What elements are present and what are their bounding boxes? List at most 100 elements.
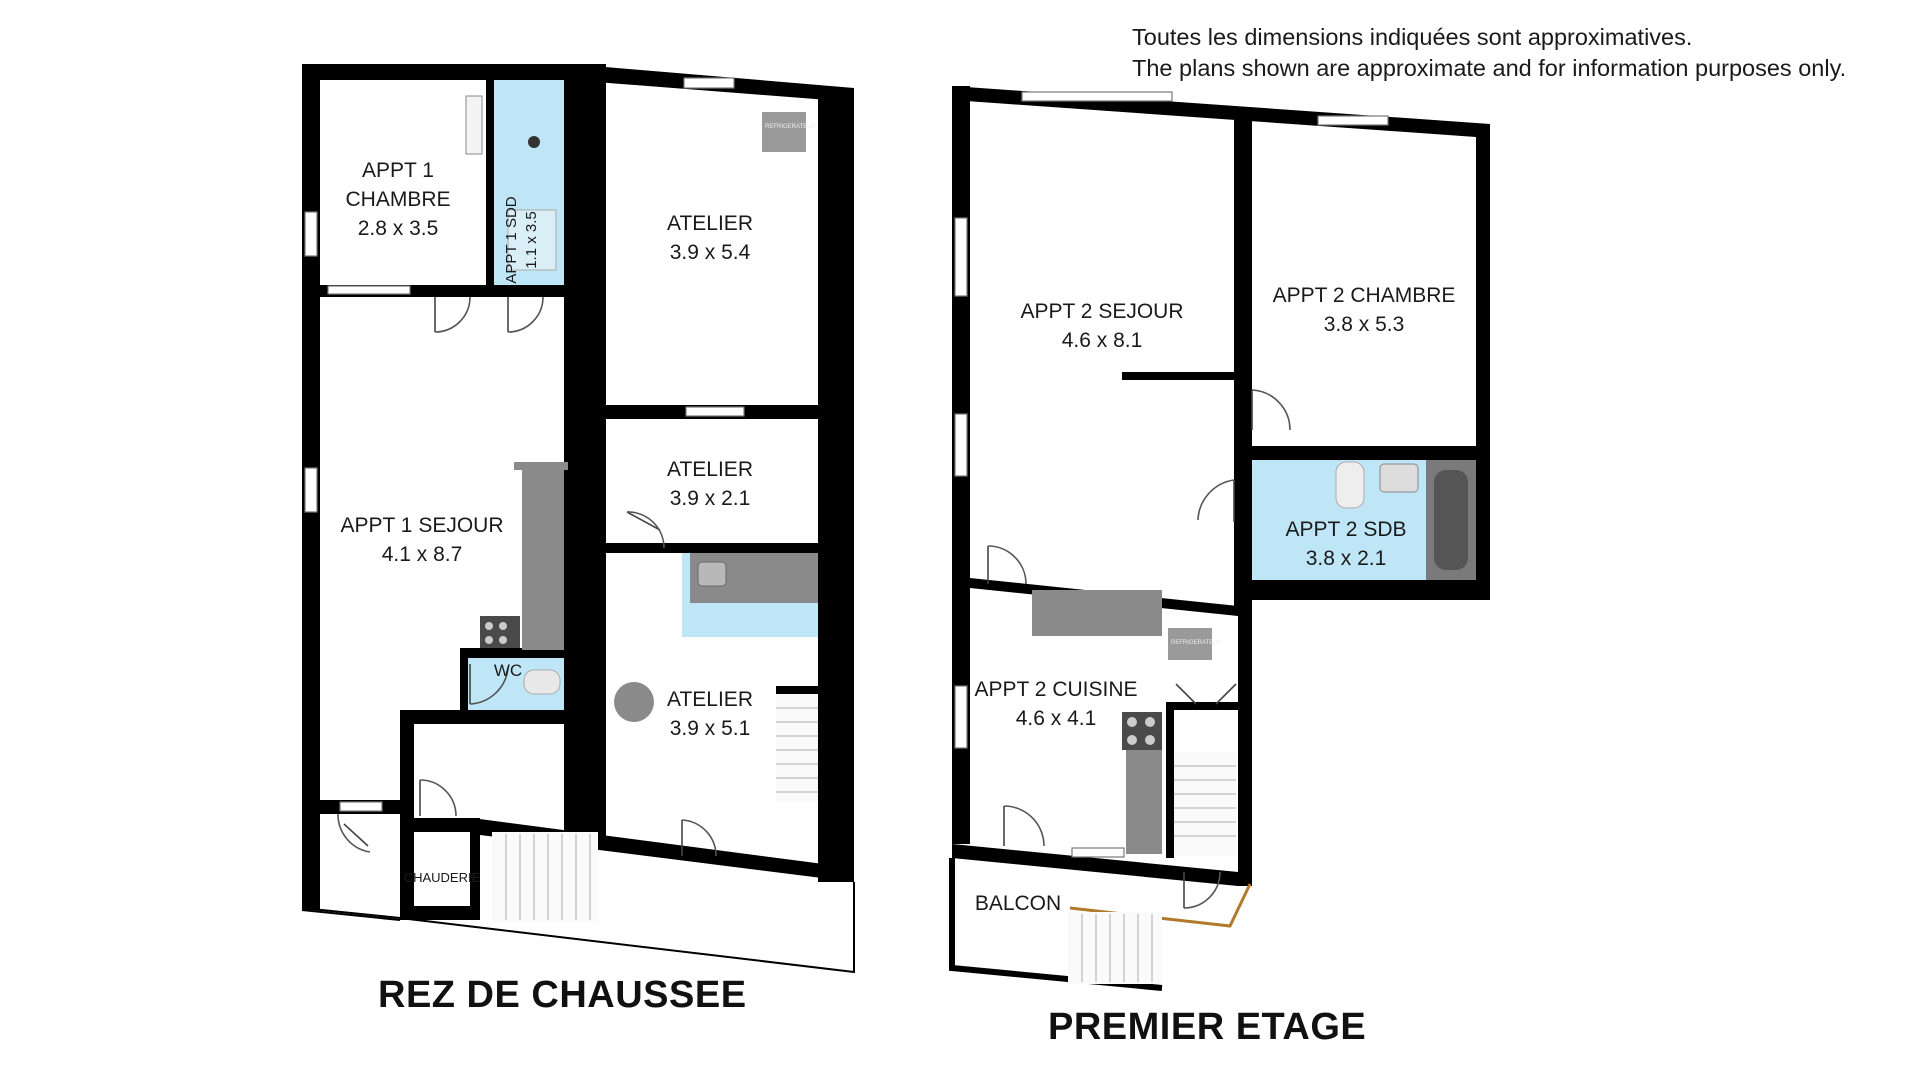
disclaimer-en: The plans shown are approximate and for … bbox=[1132, 55, 1847, 81]
wall-chambre-sdd bbox=[486, 80, 494, 285]
door-entry bbox=[419, 779, 457, 817]
door-ff-balcony bbox=[1003, 805, 1045, 847]
ground-floor: REFRIGERATEUR APPT 1 CHAMBRE 2.8 x 3.5 A… bbox=[301, 64, 855, 974]
sink-icon bbox=[697, 561, 727, 587]
label-appt1-sejour-dims: 4.1 x 8.7 bbox=[382, 543, 463, 566]
fridge-label: REFRIGERATEUR bbox=[765, 124, 817, 130]
first-floor: REFRIGERATEUR APPT 2 SEJOUR 4.6 x 8.1 AP… bbox=[949, 86, 1490, 991]
wardrobe-icon bbox=[465, 95, 483, 155]
door-ff-bottom bbox=[1183, 871, 1221, 909]
label-appt1-sdd: APPT 1 SDD bbox=[503, 196, 520, 283]
window-atelier-top bbox=[683, 77, 735, 89]
wall-ff-right bbox=[1476, 124, 1490, 600]
wall-spine-lower bbox=[564, 470, 606, 840]
terrace-outline bbox=[301, 909, 401, 921]
label-appt2-sdb-dims: 3.8 x 2.1 bbox=[1306, 547, 1387, 570]
stairs-ground-exterior bbox=[492, 832, 598, 922]
window-ff-left-1 bbox=[954, 217, 968, 297]
label-appt1-chambre-2: CHAMBRE bbox=[345, 188, 450, 211]
label-atelier-mid: ATELIER bbox=[667, 458, 753, 481]
floor-title-ground: REZ DE CHAUSSEE bbox=[378, 974, 747, 1016]
shower-icon bbox=[507, 209, 557, 271]
wall-chauderie-bottom bbox=[400, 906, 480, 920]
door-chambre bbox=[434, 296, 471, 333]
window-ff-bottom bbox=[1071, 847, 1125, 858]
door-ff-sejour bbox=[987, 545, 1027, 585]
wall-outer-right bbox=[818, 92, 854, 882]
wall-ff-chambre-bottom bbox=[1252, 446, 1490, 460]
wall-ff-sejour-stub bbox=[1122, 372, 1234, 380]
stairs-ff-exterior bbox=[1068, 912, 1162, 984]
window-atelier-divider bbox=[685, 406, 745, 417]
fridge-icon bbox=[762, 112, 806, 152]
wall-ff-bottom bbox=[952, 844, 1238, 886]
floor-title-first: PREMIER ETAGE bbox=[1048, 1006, 1367, 1048]
window-ff-top-1 bbox=[1021, 91, 1173, 102]
wall-chauderie-right bbox=[470, 818, 480, 920]
wall-ff-stair-box bbox=[1166, 702, 1238, 710]
stairs-ground-interior bbox=[776, 694, 818, 802]
door-atelier-mid bbox=[626, 511, 665, 549]
window-sejour-bottom bbox=[339, 801, 383, 812]
label-atelier-mid-dims: 3.9 x 2.1 bbox=[670, 487, 751, 510]
label-appt2-cuisine-dims: 4.6 x 4.1 bbox=[1016, 707, 1097, 730]
label-atelier-bottom-dims: 3.9 x 5.1 bbox=[670, 717, 751, 740]
label-appt2-sdb: APPT 2 SDB bbox=[1286, 518, 1407, 541]
label-balcon: BALCON bbox=[975, 892, 1061, 915]
disclaimer-fr: Toutes les dimensions indiquées sont app… bbox=[1132, 24, 1693, 50]
label-appt2-chambre-dims: 3.8 x 5.3 bbox=[1324, 313, 1405, 336]
door-outside-left bbox=[337, 813, 371, 853]
label-atelier-top: ATELIER bbox=[667, 212, 753, 235]
label-appt2-chambre: APPT 2 CHAMBRE bbox=[1273, 284, 1456, 307]
wall-ff-sdb-bottom bbox=[1252, 580, 1490, 600]
kitchen-counter-sejour bbox=[522, 470, 564, 650]
stairs-ff-interior bbox=[1174, 752, 1236, 856]
label-appt2-sejour: APPT 2 SEJOUR bbox=[1021, 300, 1184, 323]
label-appt2-cuisine: APPT 2 CUISINE bbox=[975, 678, 1138, 701]
wall-wc-bottom bbox=[400, 710, 570, 724]
shower-head-icon bbox=[528, 136, 540, 148]
ff-fridge-label: REFRIGERATEUR bbox=[1171, 640, 1223, 646]
ff-fridge-icon bbox=[1168, 628, 1212, 660]
label-wc: WC bbox=[494, 661, 522, 680]
wall-wc-top bbox=[460, 648, 570, 658]
door-atelier-bottom bbox=[681, 819, 717, 857]
label-appt1-sejour: APPT 1 SEJOUR bbox=[341, 514, 504, 537]
ff-toilet-icon bbox=[1335, 461, 1365, 509]
terrace-line bbox=[301, 882, 855, 974]
ff-sink-icon bbox=[1379, 463, 1419, 493]
window-ff-top-2 bbox=[1317, 115, 1389, 126]
wall-wc-left bbox=[460, 648, 468, 714]
ff-counter-side bbox=[1126, 750, 1162, 854]
wall-atelier-mid-bottom bbox=[606, 543, 818, 553]
wall-entry-left bbox=[400, 710, 414, 920]
wall-ff-stair-left bbox=[1166, 702, 1174, 858]
window-ff-left-2 bbox=[954, 413, 968, 477]
label-appt1-sdd-dims: 1.1 x 3.5 bbox=[523, 211, 540, 269]
door-ff-chambre bbox=[1251, 389, 1291, 431]
wall-atelier-bottom-stub bbox=[776, 686, 818, 694]
label-appt1-chambre-1: APPT 1 bbox=[362, 159, 434, 182]
wc-toilet-icon bbox=[523, 669, 561, 695]
window-ff-left-3 bbox=[954, 685, 968, 749]
wall-ff-right-lower bbox=[1238, 600, 1252, 886]
label-atelier-bottom: ATELIER bbox=[667, 688, 753, 711]
wall-entry-bottom bbox=[400, 818, 472, 832]
wall-outer-top-left bbox=[302, 64, 570, 80]
window-chambre-left bbox=[304, 211, 318, 257]
label-atelier-top-dims: 3.9 x 5.4 bbox=[670, 241, 751, 264]
window-chambre-bottom bbox=[327, 285, 411, 295]
label-appt1-chambre-dims: 2.8 x 3.5 bbox=[358, 217, 439, 240]
ff-stove-icon bbox=[1122, 712, 1162, 750]
door-ff-sdb bbox=[1197, 479, 1235, 522]
boiler-icon bbox=[614, 682, 654, 722]
disclaimer: Toutes les dimensions indiquées sont app… bbox=[1132, 22, 1846, 84]
stove-icon bbox=[480, 616, 520, 648]
window-sejour-left bbox=[304, 467, 318, 513]
door-ff-stair bbox=[1175, 683, 1237, 705]
kitchen-counter-hood bbox=[514, 462, 568, 470]
label-appt2-sejour-dims: 4.6 x 8.1 bbox=[1062, 329, 1143, 352]
ff-counter-top bbox=[1032, 590, 1162, 636]
door-wc bbox=[469, 664, 509, 705]
